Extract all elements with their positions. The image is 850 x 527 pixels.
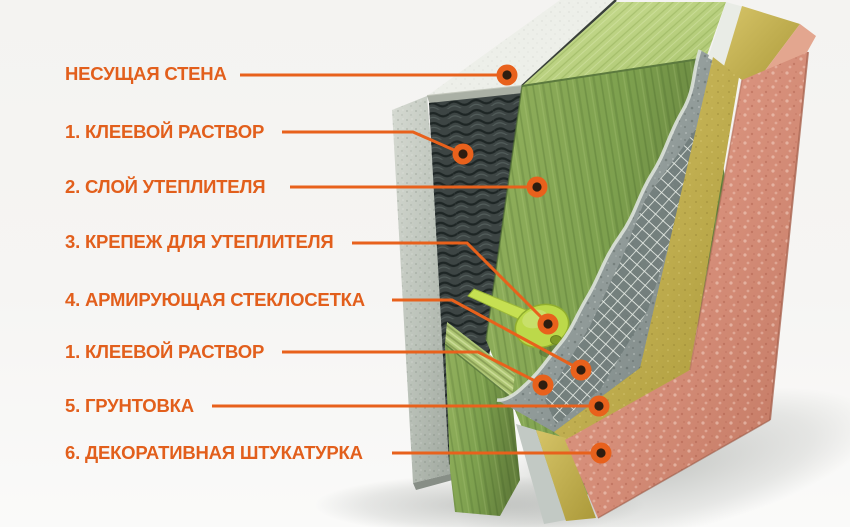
leader-dot [537, 313, 559, 335]
label-adhesive-1: 1. КЛЕЕВОЙ РАСТВОР [65, 121, 265, 142]
leader-dot [452, 143, 474, 165]
bearing-wall-slab [392, 0, 617, 490]
leader-line-adhesive-2 [282, 350, 544, 387]
leader-dot [496, 64, 518, 86]
label-adhesive-2: 1. КЛЕЕВОЙ РАСТВОР [65, 341, 265, 362]
leader-dot [532, 374, 554, 396]
label-insulation: 2. СЛОЙ УТЕПЛИТЕЛЯ [65, 176, 266, 197]
label-plaster: 6. ДЕКОРАТИВНАЯ ШТУКАТУРКА [65, 442, 363, 463]
label-primer: 5. ГРУНТОВКА [65, 395, 194, 416]
label-bearing-wall: НЕСУЩАЯ СТЕНА [65, 63, 227, 84]
plaster-layer [565, 24, 816, 519]
label-fastener: 3. КРЕПЕЖ ДЛЯ УТЕПЛИТЕЛЯ [65, 231, 334, 252]
leader-lines [212, 73, 601, 455]
leader-dots [452, 64, 612, 464]
leader-dot [570, 359, 592, 381]
reinforcing-mesh [545, 115, 706, 424]
leader-dot [590, 442, 612, 464]
leader-line-adhesive-1 [282, 130, 464, 156]
leader-dot [526, 176, 548, 198]
label-mesh: 4. АРМИРУЮЩАЯ СТЕКЛОСЕТКА [65, 289, 365, 310]
insulation-block-lower [444, 322, 520, 516]
leader-line-mesh [392, 298, 582, 372]
leader-dot [588, 395, 610, 417]
leader-line-fastener [352, 241, 550, 326]
